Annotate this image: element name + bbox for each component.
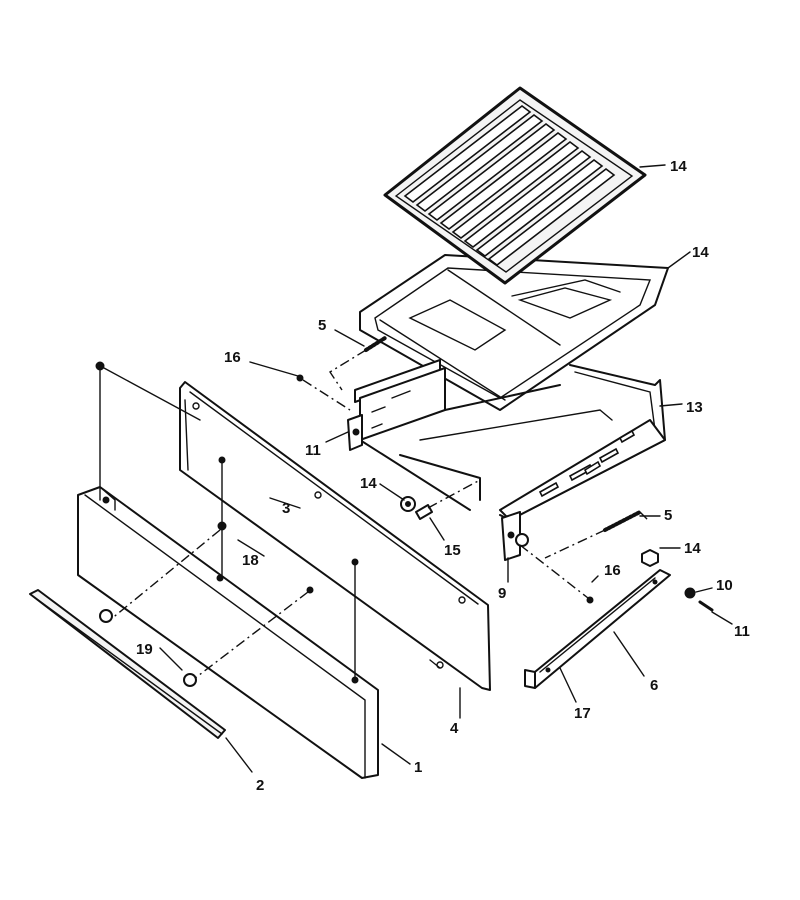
spacer-19-a: [99, 609, 113, 623]
callout-5-lower: 5: [664, 507, 672, 524]
callout-3: 3: [282, 500, 290, 517]
callout-5-upper: 5: [318, 317, 326, 334]
left-hinge-bracket: [347, 414, 363, 451]
broiler-grid: [383, 86, 647, 285]
callout-1: 1: [414, 759, 422, 776]
inner-drawer-front: [179, 381, 491, 691]
callout-8: 14: [692, 244, 709, 261]
callout-labels: 14 14 5 16 13 11 14 3 5 14 15 18 16 10 9…: [136, 158, 750, 794]
spring-right: [603, 510, 642, 532]
nut-12: [684, 587, 696, 599]
callout-7: 13: [686, 399, 703, 416]
grid-slots: [403, 104, 616, 267]
screw-18-b: [306, 586, 314, 594]
screw-3-mid: [218, 456, 226, 464]
callout-16-lower: 16: [604, 562, 621, 579]
callout-19: 19: [136, 641, 153, 658]
leader-lines: [159, 164, 733, 773]
callout-9: 14: [670, 158, 687, 175]
pin-16-lower: [586, 596, 594, 604]
callout-15: 15: [444, 542, 461, 559]
trim-strip: [29, 589, 226, 739]
screw-3-top: [95, 361, 105, 371]
callout-13: 11: [734, 623, 750, 640]
callout-16-upper: 16: [224, 349, 241, 366]
screw-13: [698, 600, 714, 612]
callout-10: 9: [498, 585, 506, 602]
callout-18: 18: [242, 552, 259, 569]
callout-17: 17: [574, 705, 591, 722]
callout-14-upper: 14: [360, 475, 377, 492]
callout-12: 10: [716, 577, 733, 594]
nut-14-lower: [641, 549, 659, 567]
callout-11: 11: [305, 442, 321, 459]
callout-2: 2: [256, 777, 264, 794]
slide-rail: [524, 569, 671, 689]
spacer-19-b: [183, 673, 197, 687]
drawer-body: [354, 359, 666, 521]
callout-4: 4: [450, 720, 459, 737]
clip-15: [415, 504, 433, 520]
right-hinge-bracket: [501, 511, 529, 561]
spring-left: [364, 336, 387, 352]
callout-14-lower: 14: [684, 540, 701, 557]
callout-6: 6: [650, 677, 658, 694]
pin-16-upper: [296, 374, 304, 382]
screw-3-right: [351, 558, 359, 566]
fasteners: [95, 336, 714, 687]
